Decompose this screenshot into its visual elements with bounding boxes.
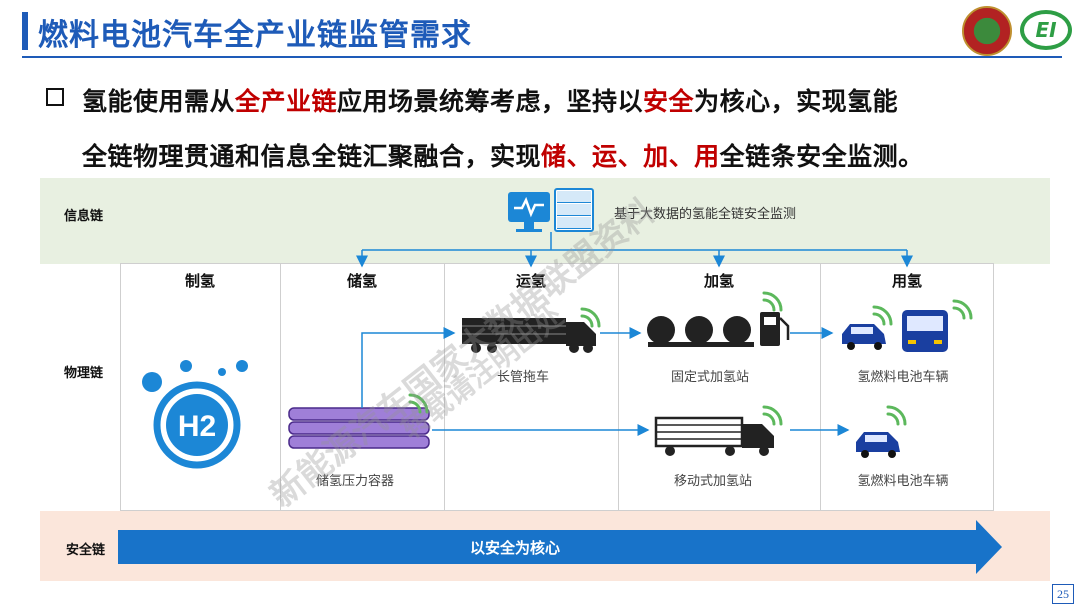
storage-vessel-caption: 储氢压力容器 <box>315 474 395 489</box>
highlight-segment: 安全 <box>643 87 695 116</box>
highlight-segment: 用 <box>694 142 720 171</box>
highlight-segment: 全产业链 <box>235 87 338 116</box>
column-divider <box>618 263 619 511</box>
highlight-segment: 加 <box>643 142 669 171</box>
vehicles-bottom-caption: 氢燃料电池车辆 <box>857 474 949 489</box>
database-server-icon <box>554 188 594 232</box>
column-divider <box>280 263 281 511</box>
fuel-cell-car-icon <box>856 432 900 458</box>
monitor-base <box>516 229 542 232</box>
physical-chain-grid <box>120 263 994 511</box>
column-title-storage: 储氢 <box>346 272 378 290</box>
signal-icons <box>408 291 973 426</box>
page-number: 25 <box>1052 584 1074 604</box>
fuel-cell-car-icon <box>842 324 886 350</box>
info-platform-text: 基于大数据的氢能全链安全监测 <box>614 207 797 222</box>
vehicles-top-caption: 氢燃料电池车辆 <box>857 370 949 385</box>
mobile-station-caption: 移动式加氢站 <box>673 474 753 489</box>
hydrogen-h2-icon: H2 <box>142 360 248 469</box>
emblem-logo <box>962 6 1012 56</box>
fixed-station-caption: 固定式加氢站 <box>670 370 750 385</box>
column-divider <box>820 263 821 511</box>
mobile-station-truck-icon <box>654 416 774 456</box>
fixed-station-icon <box>647 312 790 347</box>
text-segment: 全链条安全监测。 <box>719 142 924 171</box>
physical-chain-label: 物理链 <box>64 366 104 381</box>
highlight-segment: 运 <box>592 142 618 171</box>
bullet-square-icon <box>46 88 64 106</box>
column-title-refueling: 加氢 <box>703 272 735 290</box>
tube-trailer-truck-icon <box>462 318 596 353</box>
column-title-transport: 运氢 <box>515 272 547 290</box>
physical-flow-arrows <box>361 327 850 436</box>
text-segment: 、 <box>617 142 644 171</box>
text-segment: 为核心，实现氢能 <box>694 87 899 116</box>
safety-arrow <box>118 530 980 564</box>
h2-label: H2 <box>178 410 216 443</box>
text-segment: 、 <box>566 142 593 171</box>
column-title-production: 制氢 <box>184 272 216 290</box>
safety-chain-label: 安全链 <box>66 543 106 558</box>
title-divider <box>22 56 1062 58</box>
ei-logo: EI <box>1020 10 1072 50</box>
fuel-cell-bus-icon <box>902 310 948 352</box>
info-connector-lines <box>356 232 913 268</box>
text-segment: 、 <box>668 142 695 171</box>
page-title: 燃料电池汽车全产业链监管需求 <box>38 18 472 53</box>
bullet-line-2: 全链物理贯通和信息全链汇聚融合，实现储、运、加、用全链条安全监测。 <box>82 137 924 173</box>
column-divider <box>444 263 445 511</box>
bullet-line-1: 氢能使用需从全产业链应用场景统筹考虑，坚持以安全为核心，实现氢能 <box>82 82 898 118</box>
column-title-usage: 用氢 <box>891 272 923 290</box>
monitor-icon <box>508 192 550 222</box>
safety-arrow-head <box>976 520 1002 574</box>
title-accent-bar <box>22 12 28 50</box>
storage-vessel-icon <box>288 407 430 449</box>
text-segment: 应用场景统筹考虑，坚持以 <box>337 87 644 116</box>
highlight-segment: 储 <box>541 142 567 171</box>
monitor-stand <box>524 222 534 230</box>
text-segment: 氢能使用需从 <box>82 87 236 116</box>
safety-arrow-text: 以安全为核心 <box>470 539 561 557</box>
info-chain-label: 信息链 <box>64 209 104 224</box>
tube-trailer-caption: 长管拖车 <box>496 370 550 385</box>
text-segment: 全链物理贯通和信息全链汇聚融合，实现 <box>82 142 542 171</box>
